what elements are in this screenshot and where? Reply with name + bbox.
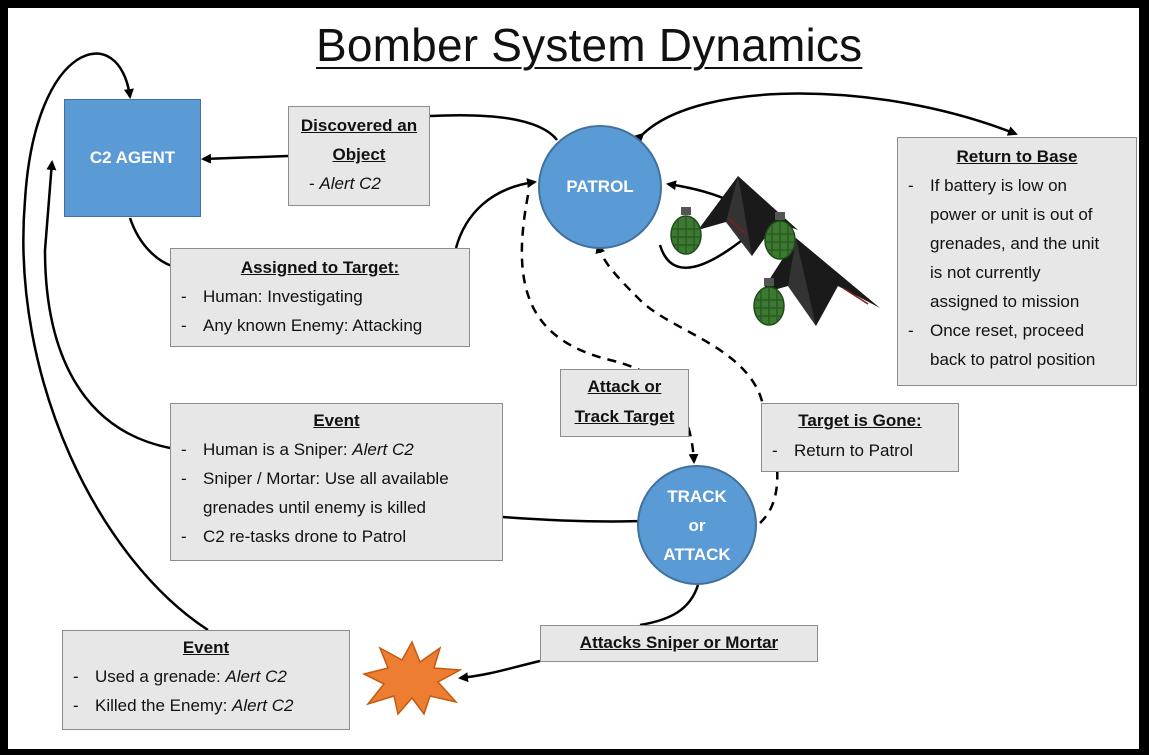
target-gone-box: Target is Gone: -Return to Patrol: [761, 403, 959, 472]
target-gone-title: Target is Gone:: [798, 411, 922, 430]
track-attack-node: TRACK or ATTACK: [637, 465, 757, 585]
bullet: -: [73, 696, 79, 715]
event-grenade-item: -Killed the Enemy: Alert C2: [67, 691, 345, 720]
event-grenade-item1-alert: Alert C2: [225, 667, 287, 686]
line-patrol-to-discovered: [429, 113, 558, 141]
target-gone-item: -Return to Patrol: [766, 436, 954, 466]
event-sniper-item: -Human is a Sniper: Alert C2: [175, 435, 498, 464]
discovered-item-text: Alert C2: [319, 174, 381, 193]
attack-track-line2: Track Target: [574, 407, 675, 426]
line-track-to-attacks: [639, 584, 700, 627]
discovered-title-line2: Object: [332, 145, 386, 164]
arrow-discovered-to-c2: [201, 153, 289, 164]
return-base-line: If battery is low on: [930, 176, 1068, 195]
arrow-event-sniper-to-c2: [43, 160, 171, 450]
line-c2-to-assigned: [128, 217, 173, 268]
event-sniper-item1-text: Human is a Sniper:: [203, 440, 353, 459]
return-base-item: - Once reset, proceed back to patrol pos…: [902, 316, 1132, 374]
bullet: -: [908, 176, 914, 195]
assigned-title: Assigned to Target:: [240, 258, 400, 277]
event-sniper-item2-line2: grenades until enemy is killed: [203, 498, 427, 517]
bullet: -: [181, 527, 187, 546]
bullet: -: [181, 440, 187, 459]
return-base-title: Return to Base: [956, 147, 1078, 166]
diagram-title: Bomber System Dynamics: [316, 19, 863, 71]
assigned-item: -Human: Investigating: [175, 282, 465, 311]
bullet: -: [181, 287, 187, 306]
event-sniper-item2-line1: Sniper / Mortar: Use all available: [203, 469, 449, 488]
arrow-patrol-return-base: [633, 92, 1018, 144]
discovered-object-box: Discovered an Object - Alert C2: [288, 106, 430, 206]
track-attack-line1: TRACK: [667, 486, 727, 506]
loop-arrow-grenade-event-to-c2: [22, 52, 209, 632]
event-sniper-item3-text: C2 re-tasks drone to Patrol: [203, 527, 407, 546]
explosion-icon: [362, 640, 462, 716]
assigned-item: -Any known Enemy: Attacking: [175, 311, 465, 340]
return-base-line: back to patrol position: [930, 350, 1096, 369]
assigned-item-text: Any known Enemy: Attacking: [203, 316, 423, 335]
track-attack-line3: ATTACK: [663, 544, 731, 564]
event-sniper-item: -Sniper / Mortar: Use all available grena…: [175, 464, 498, 522]
attack-track-line1: Attack or: [587, 377, 662, 396]
arrow-attacks-to-explosion: [458, 659, 541, 683]
return-base-line: is not currently: [930, 263, 1041, 282]
assigned-target-box: Assigned to Target: -Human: Investigatin…: [170, 248, 470, 347]
bomber-drone-icon: [698, 176, 880, 326]
discovered-item: - Alert C2: [295, 169, 423, 198]
discovered-title-line1: Discovered an: [300, 116, 418, 135]
event-grenade-box: Event -Used a grenade: Alert C2 -Killed …: [62, 630, 350, 730]
arrow-assigned-to-patrol: [454, 178, 537, 249]
bullet: -: [772, 441, 778, 460]
return-base-item: - If battery is low on power or unit is …: [902, 171, 1132, 316]
line-event-sniper-to-track: [502, 515, 643, 523]
bullet: -: [73, 667, 79, 686]
return-base-line: power or unit is out of: [930, 205, 1093, 224]
bullet: -: [181, 469, 187, 488]
patrol-node: PATROL: [538, 125, 662, 249]
event-grenade-item: -Used a grenade: Alert C2: [67, 662, 345, 691]
event-sniper-item: -C2 re-tasks drone to Patrol: [175, 522, 498, 551]
bullet: -: [181, 316, 187, 335]
attacks-sniper-box: Attacks Sniper or Mortar: [540, 625, 818, 662]
assigned-item-text: Human: Investigating: [203, 287, 363, 306]
event-grenade-title: Event: [182, 638, 230, 657]
return-base-box: Return to Base - If battery is low on po…: [897, 137, 1137, 386]
event-sniper-item1-alert: Alert C2: [352, 440, 414, 459]
return-base-line: grenades, and the unit: [930, 234, 1100, 253]
grenade-icon: [670, 207, 702, 255]
event-grenade-item2-text: Killed the Enemy:: [95, 696, 233, 715]
bullet: -: [908, 321, 914, 340]
c2-agent-node: C2 AGENT: [64, 99, 201, 217]
discovered-item-dash: -: [309, 174, 315, 193]
attacks-sniper-title: Attacks Sniper or Mortar: [579, 633, 779, 652]
dashed-track-to-patrol: [595, 243, 779, 524]
event-grenade-item2-alert: Alert C2: [232, 696, 294, 715]
return-base-line: Once reset, proceed: [930, 321, 1085, 340]
grenade-icon: [764, 212, 796, 260]
target-gone-item-text: Return to Patrol: [794, 441, 914, 460]
event-grenade-item1-text: Used a grenade:: [95, 667, 226, 686]
attack-track-box: Attack or Track Target: [560, 369, 689, 437]
grenade-icon: [753, 278, 785, 326]
event-sniper-title: Event: [313, 411, 360, 430]
return-base-line: assigned to mission: [930, 292, 1080, 311]
track-attack-line2: or: [688, 515, 706, 535]
event-sniper-box: Event -Human is a Sniper: Alert C2 -Snip…: [170, 403, 503, 561]
